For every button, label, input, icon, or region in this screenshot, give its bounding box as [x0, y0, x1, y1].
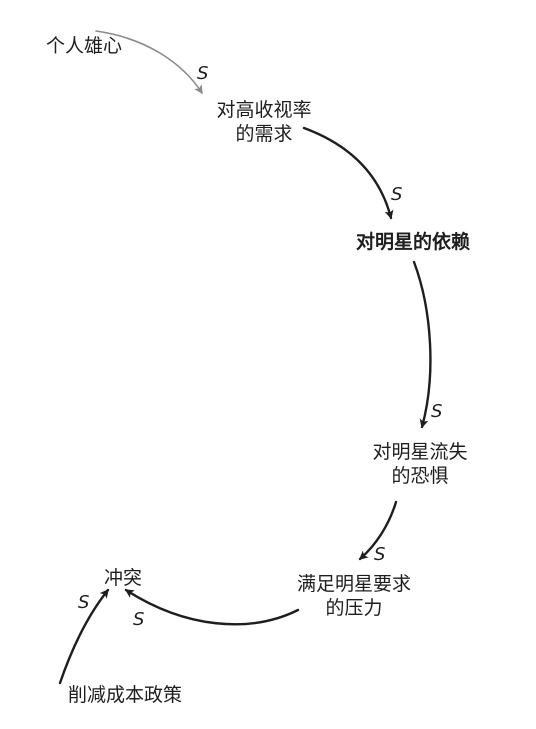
node-cost-cutting-label: 削减成本政策 — [68, 684, 183, 706]
node-star-dependence: 对明星的依赖 — [338, 230, 488, 254]
node-ratings-demand: 对高收视率 的需求 — [203, 98, 325, 146]
node-fear-of-loss-line1: 对明星流失 — [372, 441, 468, 463]
node-star-dependence-label: 对明星的依赖 — [355, 231, 470, 253]
link-fear-of-loss-to-pressure — [358, 500, 398, 561]
polarity-cost-cutting-to-conflict: S — [78, 592, 90, 613]
link-ambition-to-ratings-demand — [95, 30, 203, 95]
polarity-pressure-to-conflict: S — [133, 609, 145, 630]
node-fear-of-loss-line2: 的恐惧 — [391, 465, 449, 487]
node-conflict: 冲突 — [104, 566, 142, 590]
polarity-fear-of-loss-to-pressure: S — [374, 544, 386, 565]
link-cost-cutting-to-conflict — [58, 588, 110, 685]
node-fear-of-loss: 对明星流失 的恐惧 — [355, 440, 485, 488]
polarity-ratings-demand-to-star-dependence: S — [391, 184, 403, 205]
node-pressure-line1: 满足明星要求 — [296, 573, 411, 595]
node-ambition-label: 个人雄心 — [46, 35, 123, 57]
node-pressure: 满足明星要求 的压力 — [280, 572, 428, 620]
node-pressure-line2: 的压力 — [325, 597, 383, 619]
node-cost-cutting: 削减成本政策 — [68, 683, 182, 707]
node-conflict-label: 冲突 — [104, 567, 143, 589]
polarity-star-dependence-to-fear-of-loss: S — [431, 401, 443, 422]
link-pressure-to-conflict — [124, 588, 300, 626]
node-ratings-demand-line2: 的需求 — [235, 123, 293, 145]
node-ratings-demand-line1: 对高收视率 — [216, 99, 312, 121]
node-ambition: 个人雄心 — [46, 34, 122, 58]
polarity-ambition-to-ratings-demand: S — [197, 63, 209, 84]
link-star-dependence-to-fear-of-loss — [412, 260, 432, 429]
link-ratings-demand-to-star-dependence — [302, 126, 394, 220]
